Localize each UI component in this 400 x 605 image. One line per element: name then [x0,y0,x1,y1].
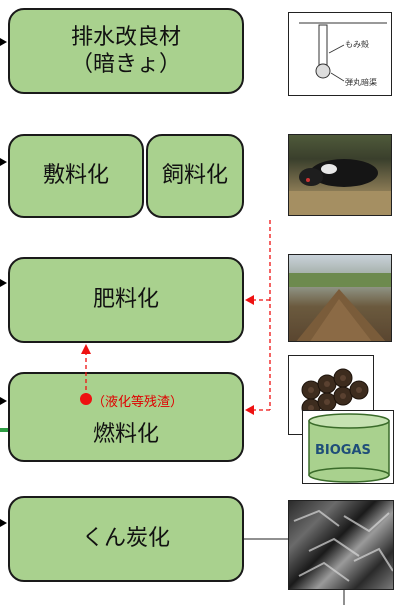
charring-label: くん炭化 [81,526,170,552]
incoming-arrow-drainage [0,38,7,46]
drain-diagram-image: もみ殻 弾丸暗渠 [288,12,392,96]
biogas-tank-icon: BIOGAS [302,410,394,484]
incoming-arrow-charring [0,519,7,527]
fuel-label: 燃料化 [92,421,159,447]
incoming-arrow-fuel [0,397,7,405]
fertilizer-label: 肥料化 [92,287,159,313]
compost-photo [288,254,392,342]
bedding-label: 敷料化 [42,163,109,189]
bedding-box: 敷料化 [8,134,144,218]
charcoal-photo [288,500,394,590]
feed-box: 飼料化 [146,134,244,218]
arrowhead-residue-up [81,344,91,354]
feed-label: 飼料化 [161,163,228,189]
side-green-line [0,428,8,432]
arrowhead-to-fuel [245,405,254,415]
rice-husk-label: もみ殻 [345,40,369,49]
residue-label: （液化等残渣） [92,395,184,410]
mole-drain-label: 弾丸暗渠 [345,78,377,87]
fertilizer-box: 肥料化 [8,257,244,343]
drainage-material-box: 排水改良材 （暗きょ） [8,8,244,94]
charring-box: くん炭化 [8,496,244,582]
drainage-material-line1: 排水改良材 [70,24,181,50]
incoming-arrow-bedding [0,158,7,166]
incoming-arrow-fertilizer [0,279,7,287]
biogas-label: BIOGAS [315,443,371,458]
fuel-box: 燃料化 [8,372,244,462]
cattle-photo [288,134,392,216]
arrowhead-to-fertilizer [245,295,254,305]
drainage-material-line2: （暗きょ） [70,52,181,77]
